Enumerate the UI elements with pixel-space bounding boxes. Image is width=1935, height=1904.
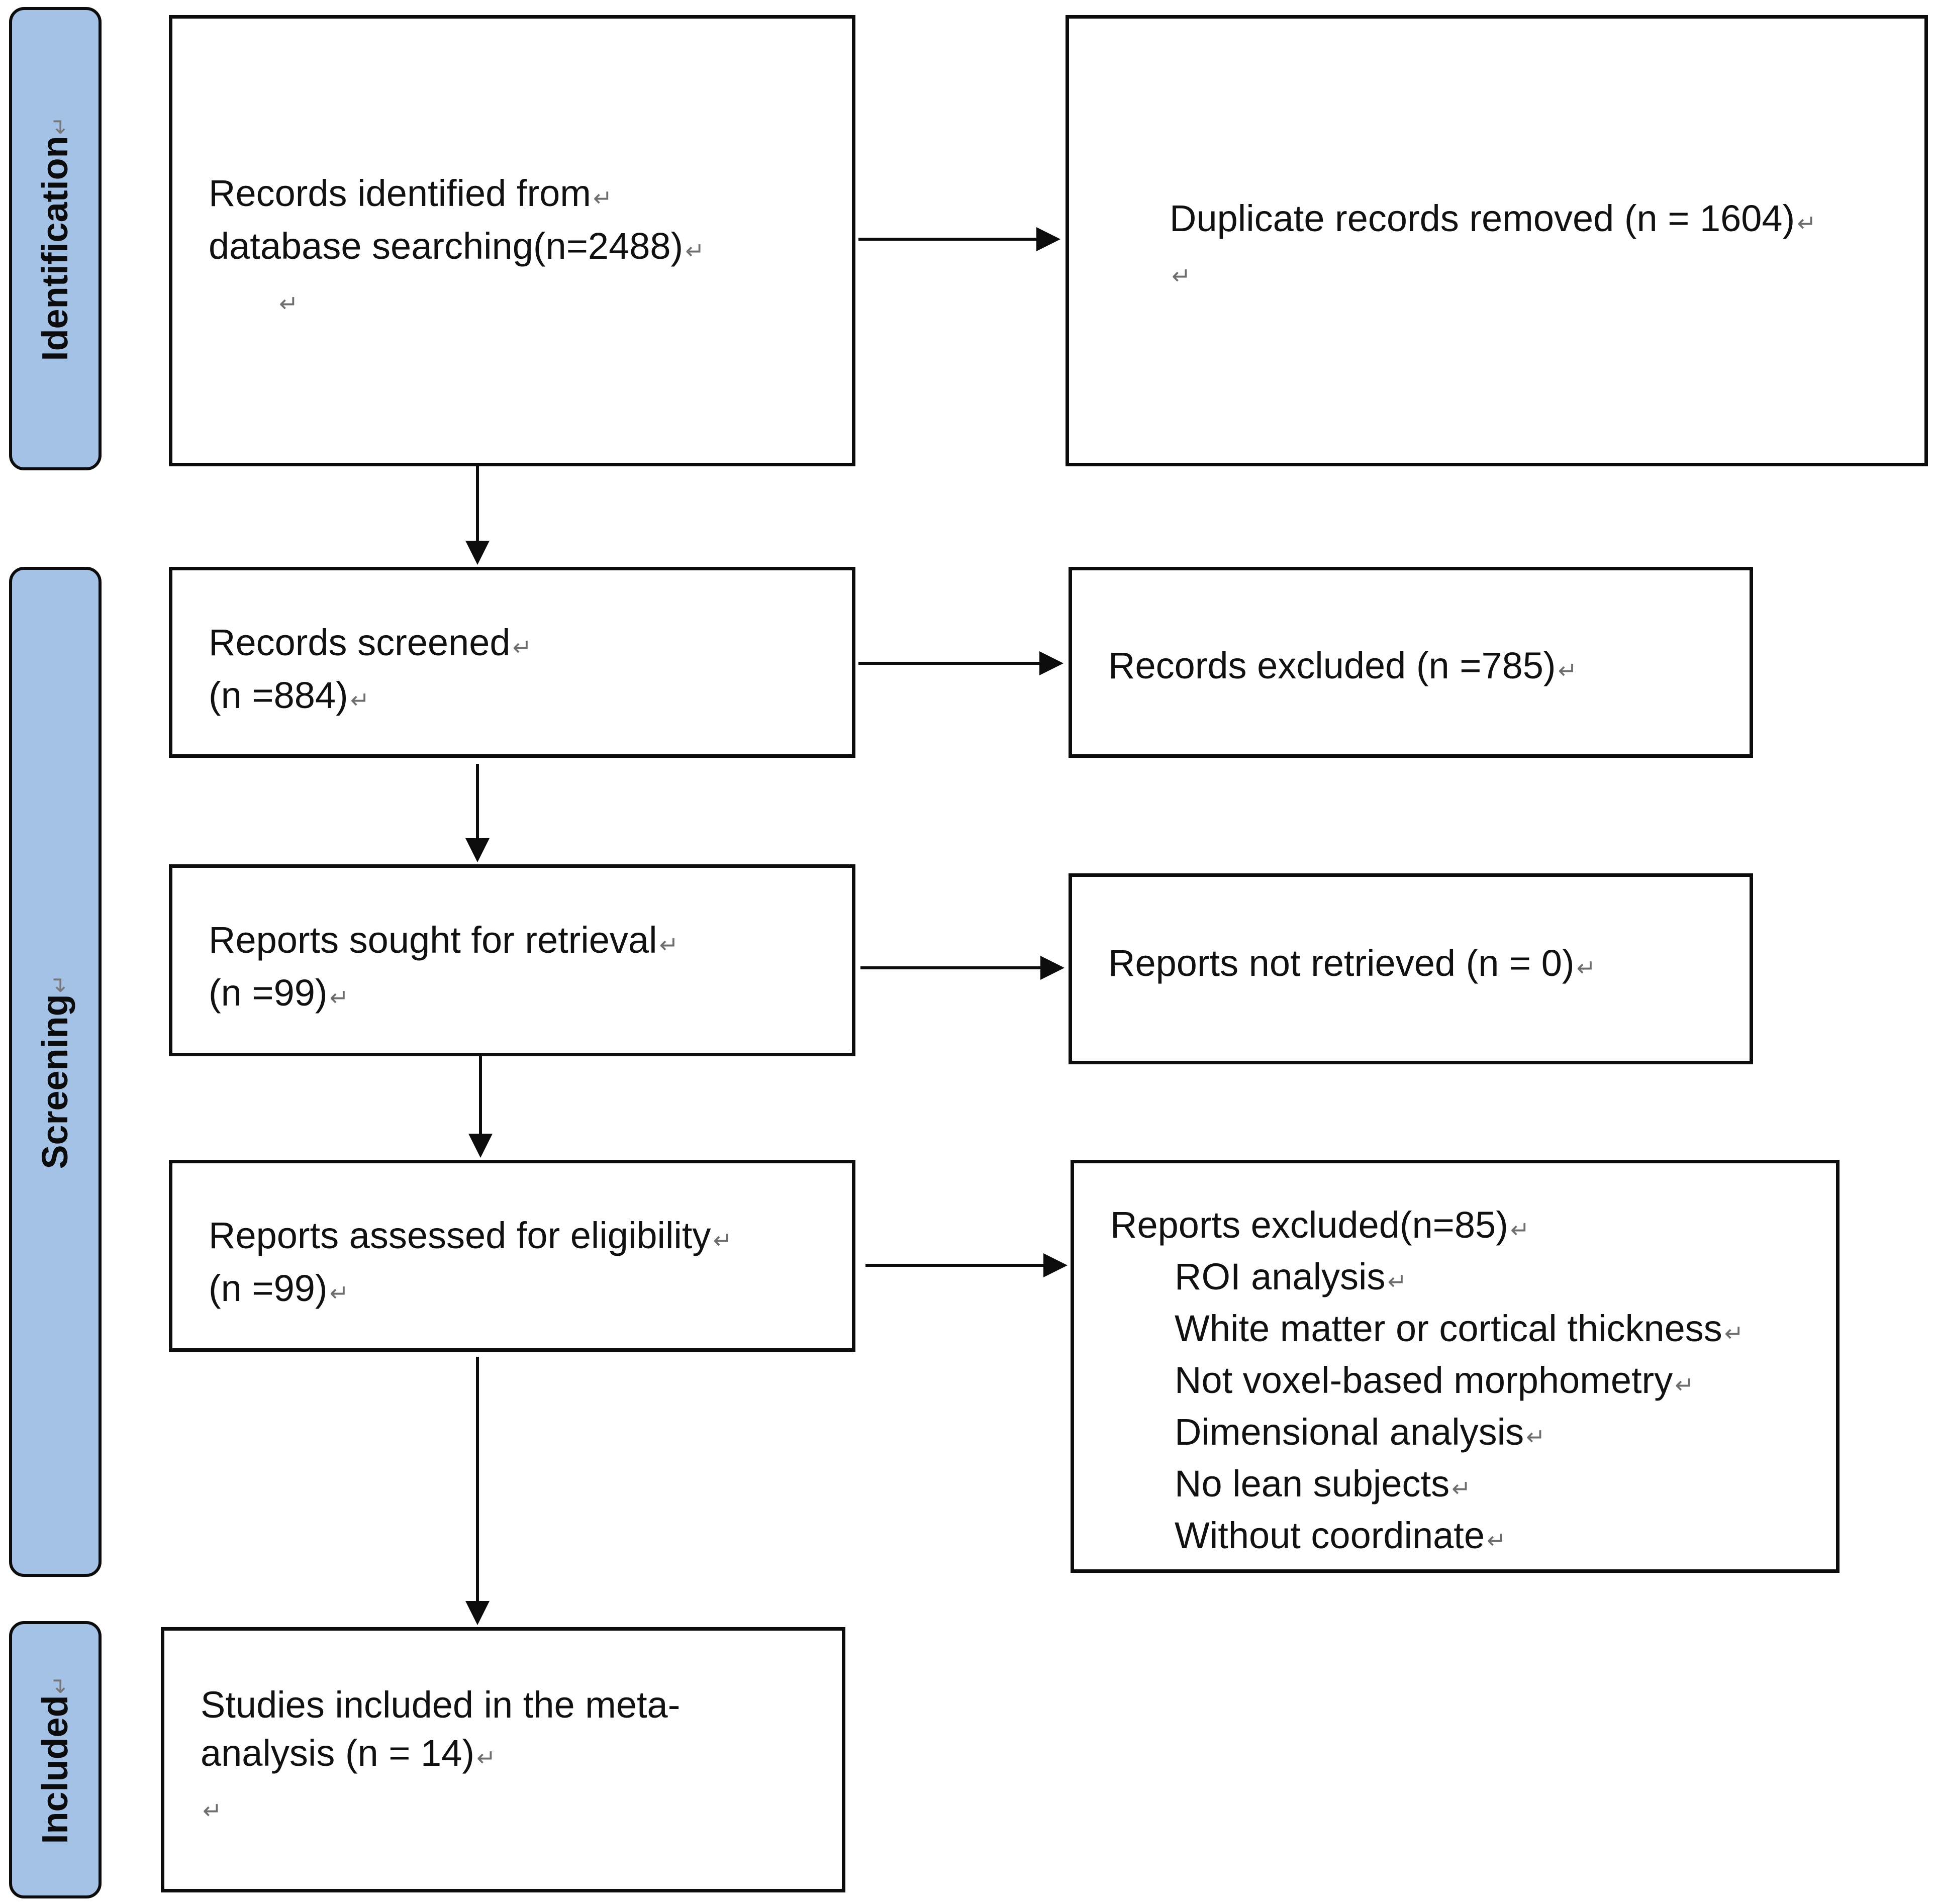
records-screened-box: Records screened↵ (n =884)↵ — [169, 567, 855, 758]
phase-included: Included↵ — [9, 1621, 102, 1898]
duplicates-removed-box: Duplicate records removed (n = 1604)↵ ↵ — [1066, 15, 1928, 466]
studies-included-box: Studies included in the meta- analysis (… — [161, 1627, 845, 1892]
reports-sought-line-1: Reports sought for retrieval — [209, 919, 657, 961]
paragraph-mark: ↵ — [1487, 1527, 1506, 1553]
exclusion-reason: Not voxel-based morphometry — [1175, 1359, 1673, 1401]
reports-not-retrieved-box: Reports not retrieved (n = 0)↵ — [1069, 873, 1753, 1064]
paragraph-mark: ↵ — [1510, 1217, 1530, 1243]
paragraph-mark: ↵ — [593, 185, 613, 211]
reports-excluded-box: Reports excluded(n=85)↵ ROI analysis↵ Wh… — [1071, 1160, 1840, 1573]
reports-sought-box: Reports sought for retrieval↵ (n =99)↵ — [169, 864, 855, 1056]
paragraph-mark: ↵ — [1387, 1268, 1407, 1294]
paragraph-mark: ↵ — [1172, 263, 1191, 289]
paragraph-mark: ↵ — [279, 290, 299, 317]
paragraph-mark: ↵ — [659, 932, 679, 958]
reports-sought-line-2: (n =99) — [209, 972, 328, 1014]
reports-assessed-line-1: Reports assessed for eligibility — [209, 1215, 711, 1256]
reports-assessed-box: Reports assessed for eligibility↵ (n =99… — [169, 1160, 855, 1352]
paragraph-mark: ↵ — [1526, 1424, 1545, 1450]
paragraph-mark: ↵ — [685, 238, 705, 264]
paragraph-mark: ↵ — [1724, 1320, 1744, 1346]
records-identified-line-1: Records identified from — [209, 172, 591, 214]
paragraph-mark: ↵ — [329, 1280, 349, 1306]
records-excluded-text: Records excluded (n =785) — [1108, 645, 1556, 686]
paragraph-mark: ↵ — [1797, 210, 1816, 236]
reports-excluded-title: Reports excluded(n=85) — [1110, 1204, 1508, 1246]
records-screened-line-1: Records screened — [209, 622, 511, 663]
exclusion-reason: Dimensional analysis — [1175, 1411, 1524, 1453]
paragraph-mark: ↵ — [350, 687, 370, 713]
exclusion-reason: No lean subjects — [1175, 1463, 1450, 1505]
records-excluded-box: Records excluded (n =785)↵ — [1069, 567, 1753, 758]
studies-included-line-2: analysis (n = 14) — [201, 1732, 474, 1774]
duplicates-removed-text: Duplicate records removed (n = 1604) — [1170, 197, 1795, 239]
paragraph-mark: ↵ — [476, 1745, 496, 1771]
exclusion-reason: ROI analysis — [1175, 1256, 1386, 1297]
records-identified-line-2: database searching(n=2488) — [209, 225, 684, 267]
paragraph-mark: ↵ — [1675, 1372, 1694, 1398]
records-identified-box: Records identified from↵ database search… — [169, 15, 855, 466]
paragraph-mark: ↵ — [1558, 657, 1578, 683]
paragraph-mark: ↵ — [329, 984, 349, 1011]
paragraph-mark: ↵ — [203, 1797, 222, 1824]
exclusion-reason: Without coordinate — [1175, 1515, 1485, 1556]
paragraph-mark: ↵ — [512, 634, 532, 660]
paragraph-mark: ↵ — [1452, 1475, 1471, 1501]
records-screened-line-2: (n =884) — [209, 674, 348, 716]
reports-assessed-line-2: (n =99) — [209, 1267, 328, 1309]
phase-screening: Screening↵ — [9, 567, 102, 1577]
paragraph-mark: ↵ — [713, 1227, 732, 1253]
phase-identification: Identification↵ — [9, 7, 102, 470]
reports-not-retrieved-text: Reports not retrieved (n = 0) — [1108, 942, 1575, 984]
studies-included-line-1: Studies included in the meta- — [201, 1684, 681, 1726]
paragraph-mark: ↵ — [1576, 955, 1596, 981]
exclusion-reason: White matter or cortical thickness — [1175, 1308, 1722, 1349]
